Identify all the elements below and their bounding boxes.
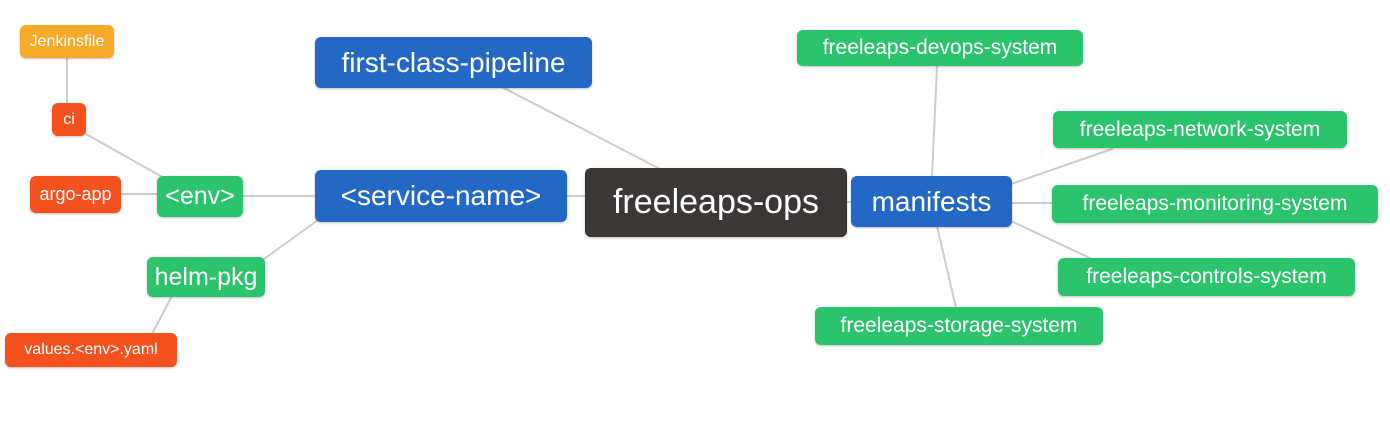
- node-values-env-yaml-label: values.<env>.yaml: [24, 341, 158, 358]
- edge-manifests-devops: [931, 65, 938, 178]
- node-manifests[interactable]: manifests: [851, 176, 1012, 227]
- node-service-name-label: <service-name>: [340, 180, 542, 211]
- node-freeleaps-monitoring-system-label: freeleaps-monitoring-system: [1082, 192, 1348, 215]
- edge-manifests-storage: [936, 225, 957, 309]
- node-freeleaps-storage-system-label: freeleaps-storage-system: [840, 314, 1078, 337]
- node-freeleaps-storage-system[interactable]: freeleaps-storage-system: [815, 307, 1103, 345]
- edge-helm-pkg-values: [151, 295, 173, 335]
- node-freeleaps-network-system[interactable]: freeleaps-network-system: [1053, 111, 1347, 148]
- node-manifests-label: manifests: [871, 185, 992, 217]
- node-freeleaps-network-system-label: freeleaps-network-system: [1079, 117, 1321, 141]
- node-helm-pkg[interactable]: helm-pkg: [147, 257, 265, 297]
- node-freeleaps-monitoring-system[interactable]: freeleaps-monitoring-system: [1052, 185, 1378, 223]
- node-jenkinsfile-label: Jenkinsfile: [29, 32, 105, 50]
- node-argo-app-label: argo-app: [39, 184, 112, 204]
- edge-manifests-controls: [1010, 220, 1093, 260]
- node-env-label: <env>: [165, 182, 235, 210]
- node-freeleaps-controls-system[interactable]: freeleaps-controls-system: [1058, 258, 1355, 296]
- node-freeleaps-devops-system[interactable]: freeleaps-devops-system: [797, 30, 1083, 66]
- node-freeleaps-controls-system-label: freeleaps-controls-system: [1086, 265, 1327, 288]
- node-first-class-pipeline-label: first-class-pipeline: [341, 46, 566, 78]
- node-ci-label: ci: [63, 110, 75, 128]
- edge-ci-env: [85, 133, 165, 179]
- node-freeleaps-ops[interactable]: freeleaps-ops: [585, 168, 847, 237]
- node-freeleaps-ops-label: freeleaps-ops: [612, 183, 819, 221]
- node-helm-pkg-label: helm-pkg: [154, 262, 258, 291]
- edge-service-name-helm-pkg: [263, 219, 319, 260]
- node-env[interactable]: <env>: [157, 176, 243, 217]
- node-freeleaps-devops-system-label: freeleaps-devops-system: [822, 36, 1058, 59]
- edge-manifests-network: [1010, 148, 1113, 185]
- node-jenkinsfile[interactable]: Jenkinsfile: [20, 25, 114, 58]
- node-ci[interactable]: ci: [52, 103, 86, 136]
- edge-pipeline-freeleaps-ops: [501, 86, 663, 171]
- node-values-env-yaml[interactable]: values.<env>.yaml: [5, 333, 177, 367]
- node-first-class-pipeline[interactable]: first-class-pipeline: [315, 37, 592, 88]
- node-service-name[interactable]: <service-name>: [315, 170, 567, 222]
- node-argo-app[interactable]: argo-app: [30, 176, 121, 213]
